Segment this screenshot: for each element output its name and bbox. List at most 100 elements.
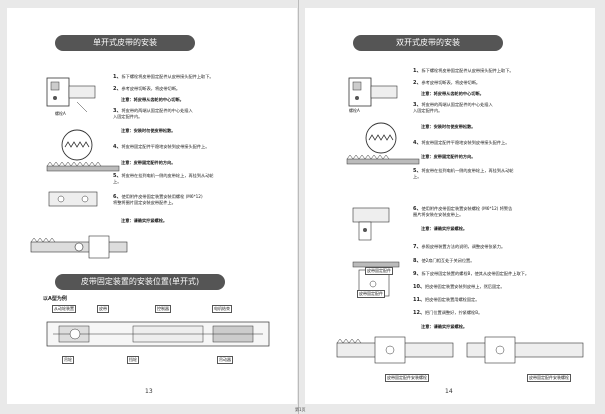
step-number: 1、 bbox=[413, 68, 422, 74]
step-number: 10、 bbox=[413, 284, 425, 290]
step-number: 4、 bbox=[413, 140, 422, 146]
label-actuator: 吊动器 bbox=[217, 356, 233, 364]
step-text: 使用附件皮带固定装置安装用螺栓 (M6*12) bbox=[121, 194, 203, 199]
step-text: 把门位置调整好，拧紧螺栓B。 bbox=[424, 310, 483, 315]
step-number: 5、 bbox=[413, 168, 422, 174]
section-title-position: 皮带固定装置的安装位置(单开式) bbox=[55, 274, 225, 290]
bolt-a-label: 螺栓A bbox=[55, 111, 66, 116]
step-item: 6、使用附件皮带固定装置安装用螺栓 (M6*12) bbox=[113, 194, 203, 200]
belt-bracket-illustration bbox=[46, 77, 96, 113]
step-text: 注意：请确实拧紧螺栓。 bbox=[421, 226, 468, 231]
step-text: 拆下皮带固定装置的螺栓B，使其从皮带固定配件上取下。 bbox=[421, 271, 530, 276]
step-item: 2、参考皮带切断表，将皮带切断。 bbox=[113, 86, 180, 92]
step-item: 4、将皮带固定配件平稳地安装到皮带接头配件上。 bbox=[413, 140, 509, 146]
step-item: 圈片将安装在安装皮带上。 bbox=[413, 212, 463, 218]
step-item: 3、将皮带的两端从固定配件的中心处插入 bbox=[413, 102, 493, 108]
step-text: 将皮带固定配件平稳地安装到皮带接头配件上。 bbox=[121, 144, 210, 149]
step-text: 注意：皮带固定配件的方向。 bbox=[121, 160, 176, 165]
label-controller: 控制器 bbox=[155, 305, 171, 313]
step-item: 上。 bbox=[113, 179, 121, 185]
step-text: 注意：请确实拧紧螺栓。 bbox=[421, 324, 468, 329]
step-number: 2、 bbox=[113, 86, 122, 92]
page-spine bbox=[298, 0, 299, 414]
belt-teeth-illustration bbox=[46, 161, 120, 172]
label-hanger: 吊轮 bbox=[62, 356, 74, 364]
belt-fix-label-2: 皮带固定配件 bbox=[357, 290, 385, 298]
belt-bracket-illustration-right bbox=[348, 77, 398, 107]
step-item: 8、使2扇门相互处于关闭位置。 bbox=[413, 258, 474, 264]
left-page: 单开式皮带的安装 螺栓A 1、拆下螺栓将皮带固定配件从皮带接头配件上取下。 2、参… bbox=[7, 8, 297, 404]
step-text: 注意：请确实拧紧螺栓。 bbox=[121, 218, 168, 223]
step-item: 将整将圈片固定安装皮带配件上。 bbox=[113, 200, 176, 206]
operator-diagram bbox=[46, 321, 270, 347]
note-text: 注意：请确实拧紧螺栓。 bbox=[421, 324, 467, 330]
step-text: 入固定配件内。 bbox=[413, 108, 443, 113]
step-text: 使用附件皮带固定装置安装螺栓 (M6*12) 将警告 bbox=[421, 206, 513, 211]
step-number: 9、 bbox=[413, 271, 422, 277]
step-item: 5、将皮带在挂到电机一侧的皮带轮上，再挂到从动轮 bbox=[113, 173, 214, 179]
step-number: 8、 bbox=[413, 258, 422, 264]
step-item: 9、拆下皮带固定装置的螺栓B，使其从皮带固定配件上取下。 bbox=[413, 271, 529, 277]
bolt-a-label-right: 螺栓A bbox=[349, 108, 360, 113]
step-item: 1、拆下螺栓将皮带固定配件从皮带接头配件上取下。 bbox=[413, 68, 514, 74]
step-item: 入固定配件内。 bbox=[413, 108, 442, 114]
step-number: 6、 bbox=[113, 194, 122, 200]
step-number: 6、 bbox=[413, 206, 422, 212]
step-text: 把皮带固定装置安装到皮带上，然后固定。 bbox=[424, 284, 505, 289]
example-label: 以A型为例 bbox=[43, 296, 67, 302]
gear-closeup-illustration-right bbox=[365, 122, 397, 154]
belt-teeth-illustration-right bbox=[346, 154, 420, 165]
step-number: 12、 bbox=[413, 310, 425, 316]
step-text: 将皮带固定配件平稳地安装到皮带接头配件上。 bbox=[421, 140, 510, 145]
note-text: 注意：安装时勿使皮带松散。 bbox=[421, 124, 475, 130]
step-number: 2、 bbox=[413, 80, 422, 86]
belt-fix-label-1: 皮带固定配件 bbox=[365, 267, 393, 275]
step-text: 注意：将皮带从齿轮的中心切断。 bbox=[121, 97, 184, 102]
bottom-label-right: 皮带固定配件安装螺栓 bbox=[527, 374, 571, 382]
gear-closeup-illustration bbox=[61, 129, 93, 161]
note-text: 注意：请确实拧紧螺栓。 bbox=[121, 218, 167, 224]
step-text: 注意：安装时勿使皮带松散。 bbox=[421, 124, 476, 129]
note-text: 注意：将皮带从齿轮的中心切断。 bbox=[421, 91, 484, 97]
step-text: 将皮带在挂到电机一侧的皮带轮上，再挂到从动轮 bbox=[421, 168, 514, 173]
step-text: 将皮带的两端从固定配件的中心处插入 bbox=[121, 108, 193, 113]
step-text: 将皮带的两端从固定配件的中心处插入 bbox=[421, 102, 493, 107]
label-belt: 皮带 bbox=[97, 305, 109, 313]
step-text: 入固定配件内。 bbox=[113, 114, 143, 119]
label-motor: 电机结束 bbox=[212, 305, 232, 313]
step-item: 入固定配件内。 bbox=[113, 114, 142, 120]
step-item: 11、把皮带固定装置用螺栓固定。 bbox=[413, 297, 479, 303]
note-text: 注意：安装时勿使皮带松散。 bbox=[121, 128, 175, 134]
step-number: 3、 bbox=[113, 108, 122, 114]
step-text: 注意：皮带固定配件的方向。 bbox=[421, 154, 476, 159]
step-text: 参考皮带切断表，将皮带切断。 bbox=[421, 80, 481, 85]
section-title-double: 双开式皮带的安装 bbox=[353, 35, 503, 51]
note-text: 注意：请确实拧紧螺栓。 bbox=[421, 226, 467, 232]
step-number: 4、 bbox=[113, 144, 122, 150]
bracket-mounted-illustration bbox=[48, 191, 98, 207]
bottom-label-left: 皮带固定配件安装螺栓 bbox=[385, 374, 429, 382]
step-number: 5、 bbox=[113, 173, 122, 179]
step-item: 上。 bbox=[413, 174, 421, 180]
page-number-right: 14 bbox=[445, 388, 453, 395]
step-text: 注意：安装时勿使皮带松散。 bbox=[121, 128, 176, 133]
step-item: 12、把门位置调整好，拧紧螺栓B。 bbox=[413, 310, 482, 316]
bottom-assembly-left bbox=[336, 336, 454, 364]
step-number: 7、 bbox=[413, 244, 422, 250]
step-text: 拆下螺栓将皮带固定配件从皮带接头配件上取下。 bbox=[421, 68, 514, 73]
step-text: 上。 bbox=[113, 179, 122, 184]
right-page: 双开式皮带的安装 螺栓A 皮带固定配件 皮带固定配件 皮带固定配件安装螺栓 bbox=[305, 8, 595, 404]
step-text: 参照皮带装置方法的说明，调整皮带张紧力。 bbox=[421, 244, 506, 249]
step-item: 1、拆下螺栓将皮带固定配件从皮带接头配件上取下。 bbox=[113, 74, 214, 80]
step-item: 7、参照皮带装置方法的说明，调整皮带张紧力。 bbox=[413, 244, 505, 250]
note-text: 注意：皮带固定配件的方向。 bbox=[121, 160, 175, 166]
section-title-single: 单开式皮带的安装 bbox=[55, 35, 195, 51]
step-text: 将皮带在挂到电机一侧的皮带轮上，再挂到从动轮 bbox=[121, 173, 214, 178]
step-text: 圈片将安装在安装皮带上。 bbox=[413, 212, 464, 217]
step-item: 10、把皮带固定装置安装到皮带上，然后固定。 bbox=[413, 284, 505, 290]
step-text: 拆下螺栓将皮带固定配件从皮带接头配件上取下。 bbox=[121, 74, 214, 79]
step-item: 2、参考皮带切断表，将皮带切断。 bbox=[413, 80, 480, 86]
step-text: 参考皮带切断表，将皮带切断。 bbox=[121, 86, 181, 91]
step-number: 3、 bbox=[413, 102, 422, 108]
page-number-left: 13 bbox=[145, 388, 153, 395]
